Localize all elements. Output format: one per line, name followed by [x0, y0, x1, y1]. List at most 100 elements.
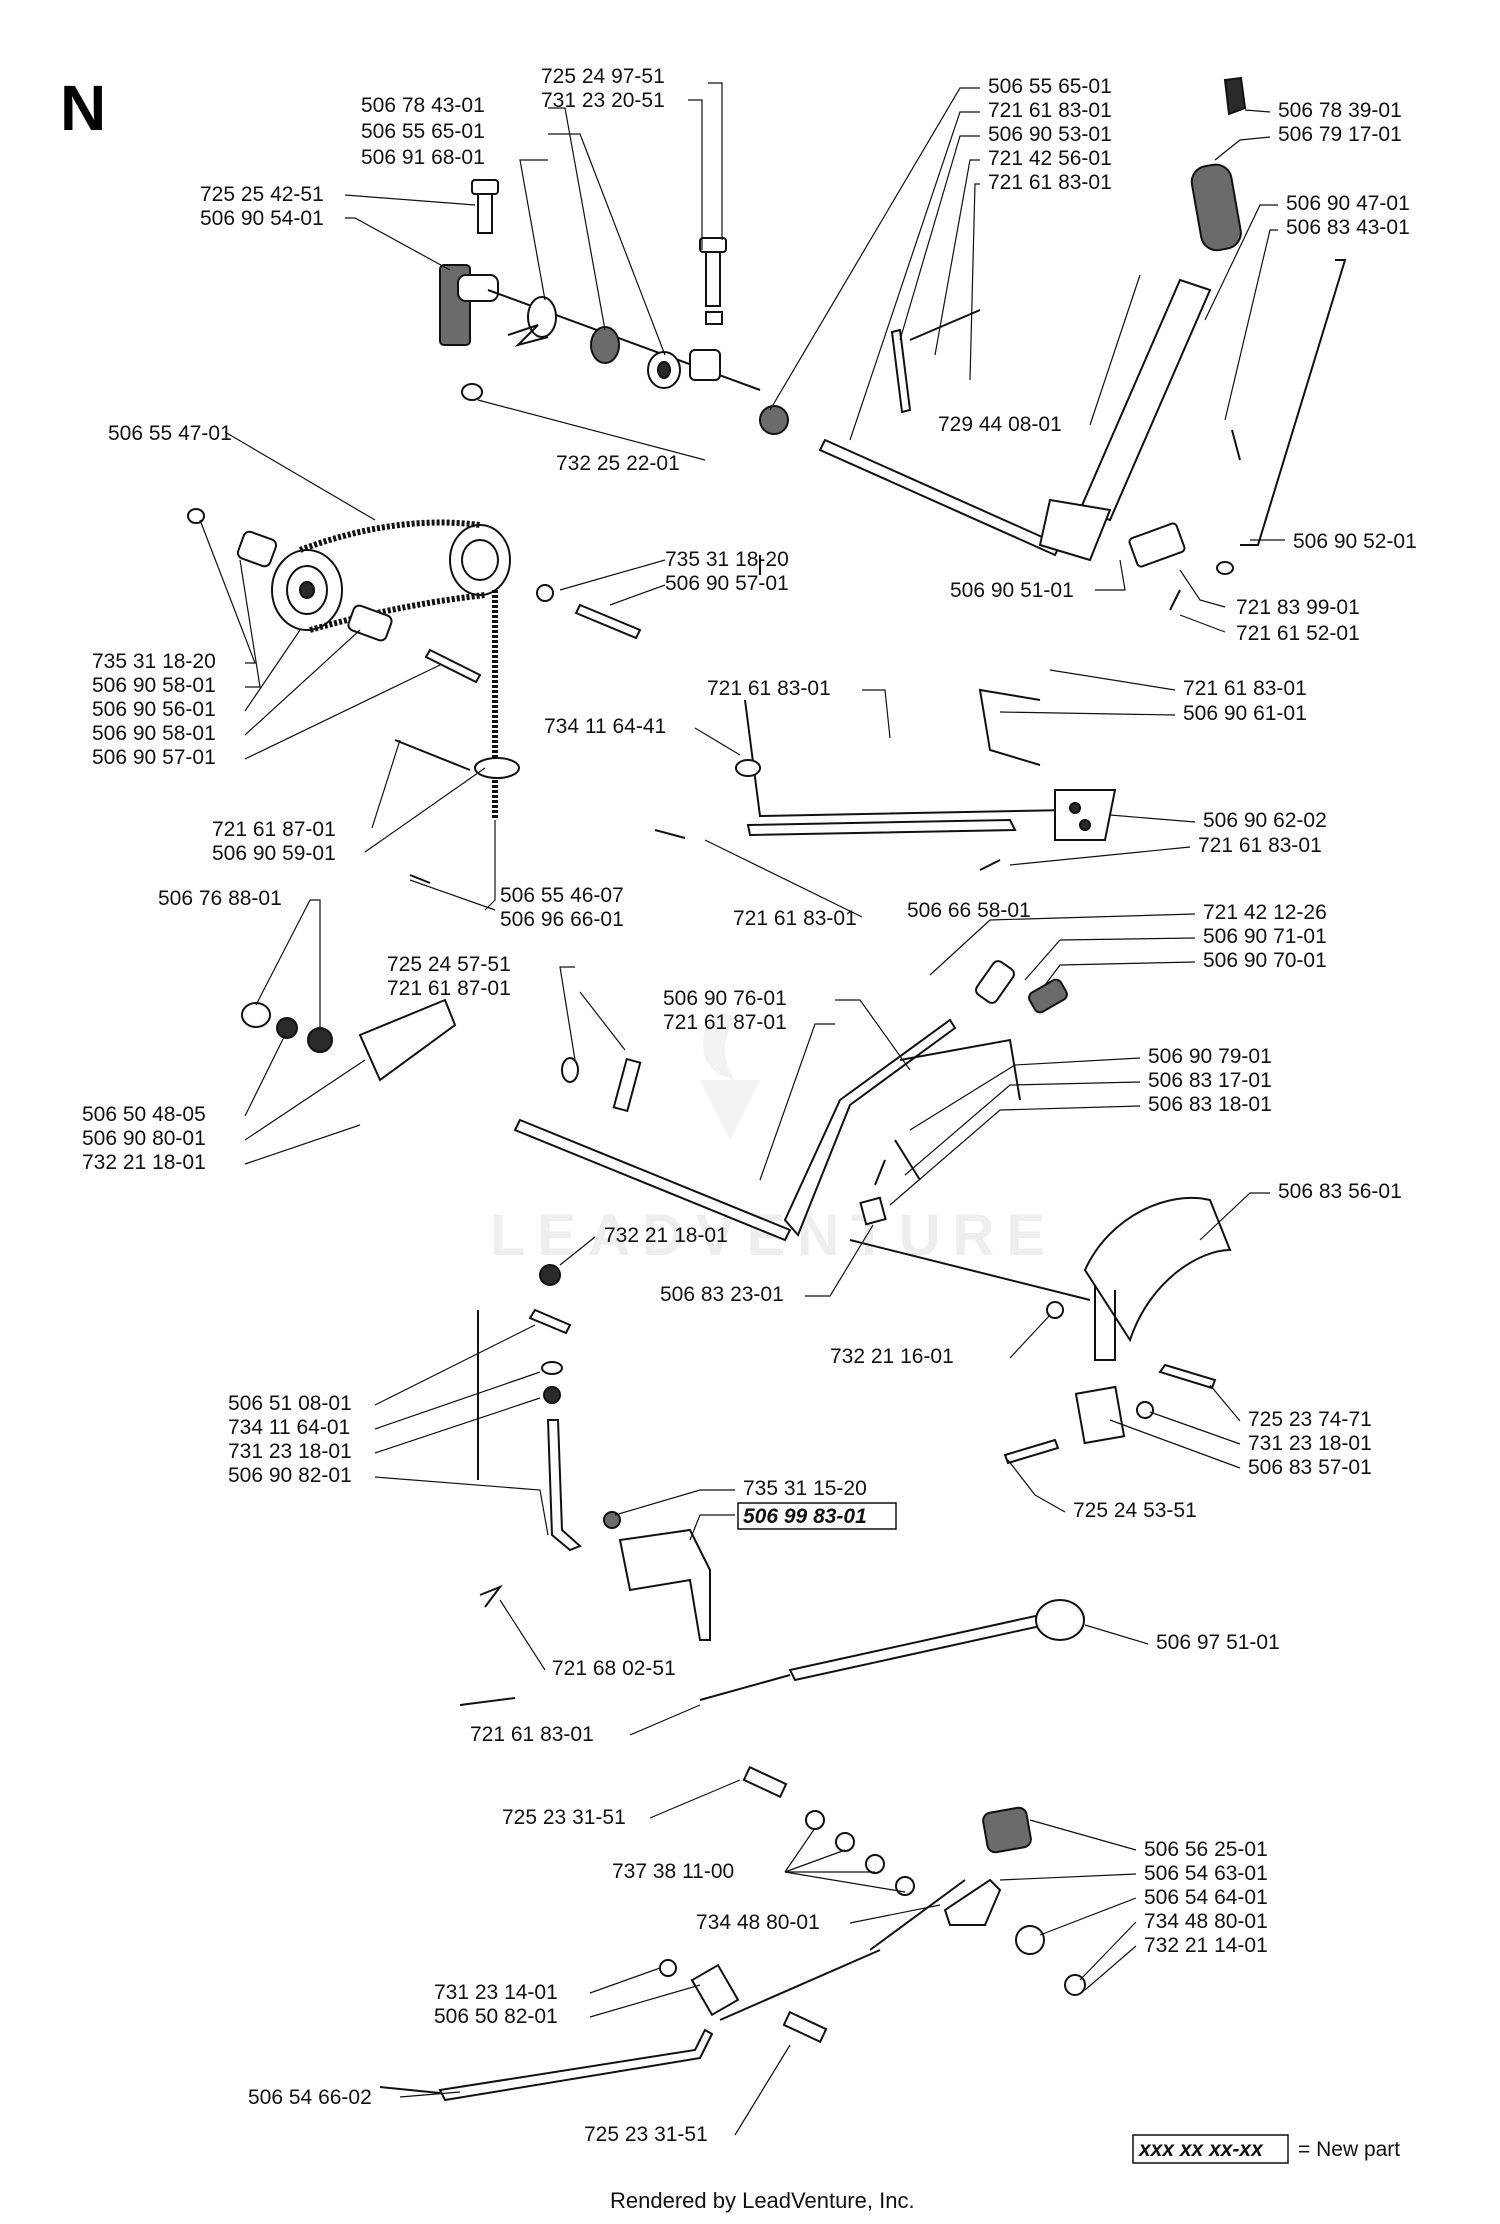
callout-leader — [689, 1514, 735, 1541]
part-label: 506 79 17-01 — [1278, 123, 1402, 146]
part-label: 725 24 57-51 — [387, 953, 511, 976]
part-label: 506 90 61-01 — [1183, 702, 1307, 725]
part-label: 732 21 14-01 — [1144, 1934, 1268, 1957]
part-label: 729 44 08-01 — [938, 413, 1062, 436]
callout-leader — [589, 1967, 661, 1994]
callout-leader — [1244, 109, 1271, 113]
new-part-box — [737, 1502, 897, 1530]
callout-leader — [849, 111, 980, 441]
part-label: 506 90 70-01 — [1203, 949, 1327, 972]
callout-leader — [1199, 1192, 1270, 1241]
part-label: 721 42 12-26 — [1203, 901, 1327, 924]
callout-leader — [589, 1984, 701, 2018]
watermark-text: LEADVENTURE — [490, 1203, 1057, 1268]
watermark: LEADVENTURE — [490, 1012, 1057, 1268]
callout-leader — [1214, 136, 1271, 161]
part-label: 735 31 18-20 — [665, 548, 789, 571]
callout-leader — [1009, 846, 1191, 866]
part-label: 506 83 43-01 — [1286, 216, 1410, 239]
callout-leader — [1095, 559, 1126, 591]
new-part-callout: 506 99 83-01 — [737, 1502, 897, 1530]
part-label: 731 23 20-51 — [541, 89, 665, 112]
part-label: 721 61 87-01 — [212, 818, 336, 841]
part-label: 721 68 02-51 — [552, 1657, 676, 1680]
callout-leader — [244, 1059, 366, 1141]
callout-leader — [1044, 961, 1196, 986]
callout-leader — [224, 431, 376, 521]
part-label: 506 66 58-01 — [907, 899, 1031, 922]
part-label: 725 23 31-51 — [584, 2123, 708, 2146]
part-label: 732 21 16-01 — [830, 1345, 954, 1368]
part-label: 721 61 52-01 — [1236, 622, 1360, 645]
part-label: 735 31 18-20 — [92, 650, 216, 673]
part-drawings — [187, 76, 1347, 2102]
callout-leader — [1224, 229, 1278, 421]
callout-leader — [1209, 1384, 1241, 1422]
callout-leader — [1149, 1411, 1241, 1445]
part-label: 734 48 80-01 — [1144, 1910, 1268, 1933]
part-label: 506 90 82-01 — [228, 1464, 352, 1487]
part-label: 725 23 31-51 — [502, 1806, 626, 1829]
callout-leader — [1029, 1819, 1137, 1851]
callout-leader — [904, 1081, 1141, 1176]
part-label: 731 23 14-01 — [434, 1981, 558, 2004]
part-label: 506 90 54-01 — [200, 207, 324, 230]
part-label: 506 91 68-01 — [361, 146, 485, 169]
callout-leader — [399, 2091, 461, 2098]
part-label: 732 21 18-01 — [82, 1151, 206, 1174]
callout-leader — [579, 991, 626, 1051]
part-label: 734 48 80-01 — [696, 1911, 820, 1934]
part-label: 735 31 15-20 — [743, 1477, 867, 1500]
callout-leader — [559, 966, 576, 1061]
part-label: 506 90 58-01 — [92, 722, 216, 745]
callout-leader — [484, 820, 496, 911]
part-label: 506 90 59-01 — [212, 842, 336, 865]
callout-leader — [1049, 669, 1176, 691]
callout-leader — [244, 629, 301, 712]
part-label: 725 23 74-71 — [1248, 1408, 1372, 1431]
callout-leader — [244, 1034, 286, 1117]
callout-leader — [708, 82, 723, 240]
callout-leader — [649, 1779, 741, 1819]
callout-leader — [1109, 1419, 1241, 1469]
callout-leader — [999, 711, 1176, 716]
callout-leader — [694, 727, 741, 756]
part-label: 721 61 83-01 — [988, 99, 1112, 122]
callout-leader — [239, 559, 261, 688]
callout-leader — [371, 739, 401, 829]
part-label: 506 78 39-01 — [1278, 99, 1402, 122]
callout-leader — [244, 1124, 361, 1165]
part-label: 506 83 57-01 — [1248, 1456, 1372, 1479]
part-label: 506 90 51-01 — [950, 579, 1074, 602]
callout-leader — [344, 194, 476, 206]
callout-leader — [374, 1324, 536, 1406]
part-label: 731 23 18-01 — [228, 1440, 352, 1463]
part-label: 725 25 42-51 — [200, 183, 324, 206]
part-label: 506 83 18-01 — [1148, 1093, 1272, 1116]
part-label: 721 61 87-01 — [387, 977, 511, 1000]
callout-leader — [969, 183, 980, 381]
callout-leader — [499, 1599, 546, 1671]
part-label: 721 61 87-01 — [663, 1011, 787, 1034]
callout-leader — [364, 767, 486, 853]
legend-sample: xxx xx xx-xx — [1138, 2138, 1264, 2161]
callout-leader — [548, 107, 606, 331]
part-label: 506 55 47-01 — [108, 422, 232, 445]
legend-box — [1132, 2134, 1289, 2164]
callout-leader — [999, 1873, 1137, 1881]
callout-leader — [559, 1236, 596, 1266]
part-label: 506 54 66-02 — [248, 2086, 372, 2109]
callout-leader — [862, 689, 891, 739]
callout-leader — [374, 1371, 541, 1430]
callout-leader — [1084, 1945, 1137, 1991]
part-label: 721 61 83-01 — [1198, 834, 1322, 857]
callout-leader — [614, 1489, 735, 1516]
callout-leader — [759, 1023, 835, 1181]
section-letter: N — [60, 72, 106, 144]
callout-leader — [784, 1849, 846, 1873]
part-label: 506 54 63-01 — [1144, 1862, 1268, 1885]
callout-leader — [374, 1397, 541, 1454]
part-label: 725 24 53-51 — [1073, 1499, 1197, 1522]
part-label: 506 78 43-01 — [361, 94, 485, 117]
callout-leader — [244, 629, 361, 736]
